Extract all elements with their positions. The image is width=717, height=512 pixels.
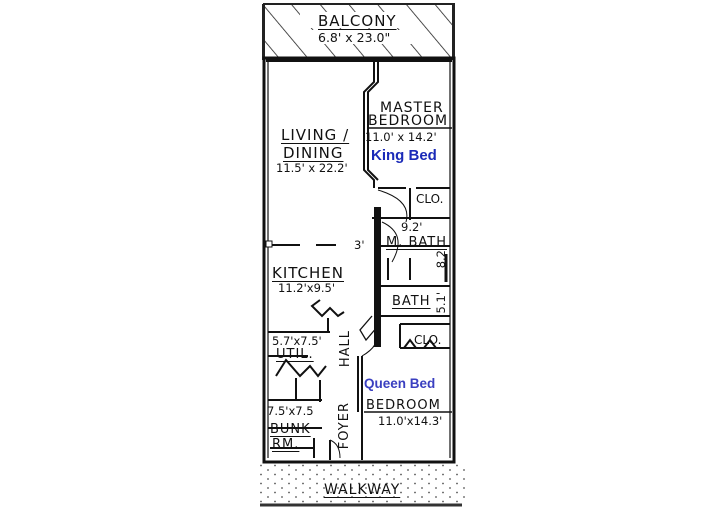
master-bedroom-dims: 11.0' x 14.2'	[365, 130, 437, 144]
utility-label: UTIL.	[276, 347, 314, 362]
bath-closet-walls	[359, 315, 450, 357]
living-dining-label-2: DINING	[283, 144, 344, 162]
closet-2-label: CLO.	[414, 333, 442, 347]
master-bath-walls	[374, 207, 450, 347]
hall-label: HALL	[338, 330, 353, 368]
living-kitchen-divider	[265, 240, 336, 248]
walkway-label: WALKWAY	[324, 482, 401, 498]
foyer-label: FOYER	[337, 402, 352, 450]
master-bath-label: M. BATH	[386, 235, 447, 250]
balcony-label: BALCONY	[318, 12, 397, 30]
bath-depth: 5.1'	[434, 292, 448, 314]
balcony-dims: 6.8' x 23.0"	[318, 30, 391, 45]
king-bed-label: King Bed	[371, 147, 437, 164]
bedroom-walls	[357, 356, 452, 460]
bunk-room-dims: 7.5'x7.5	[267, 404, 314, 418]
bedroom-dims: 11.0'x14.3'	[378, 414, 443, 428]
living-dining-label-1: LIVING /	[281, 126, 350, 144]
master-bedroom-label-1: MASTER	[380, 100, 444, 116]
opening-dimension: 3'	[354, 238, 365, 252]
exterior-walls	[262, 56, 456, 464]
master-closet-label: CLO.	[416, 192, 444, 206]
kitchen-label: KITCHEN	[272, 264, 344, 282]
bunk-room-label-2: RM.	[272, 437, 300, 452]
living-dining-dims: 11.5' x 22.2'	[276, 161, 348, 175]
utility-bunk-walls	[268, 299, 345, 460]
master-bedroom-walls	[363, 62, 452, 223]
kitchen-dims: 11.2'x9.5'	[278, 281, 336, 295]
queen-bed-label: Queen Bed	[364, 376, 436, 391]
bath-label: BATH	[392, 294, 431, 309]
bedroom-label: BEDROOM	[366, 398, 441, 413]
bunk-room-label-1: BUNK	[270, 422, 311, 437]
master-bath-width: 9.2'	[401, 220, 423, 234]
utility-dims: 5.7'x7.5'	[272, 334, 322, 348]
balcony-area	[262, 3, 455, 60]
master-bath-depth: 8.2	[434, 250, 448, 269]
master-bedroom-label-2: BEDROOM	[368, 113, 449, 129]
walkway-area	[256, 464, 466, 507]
